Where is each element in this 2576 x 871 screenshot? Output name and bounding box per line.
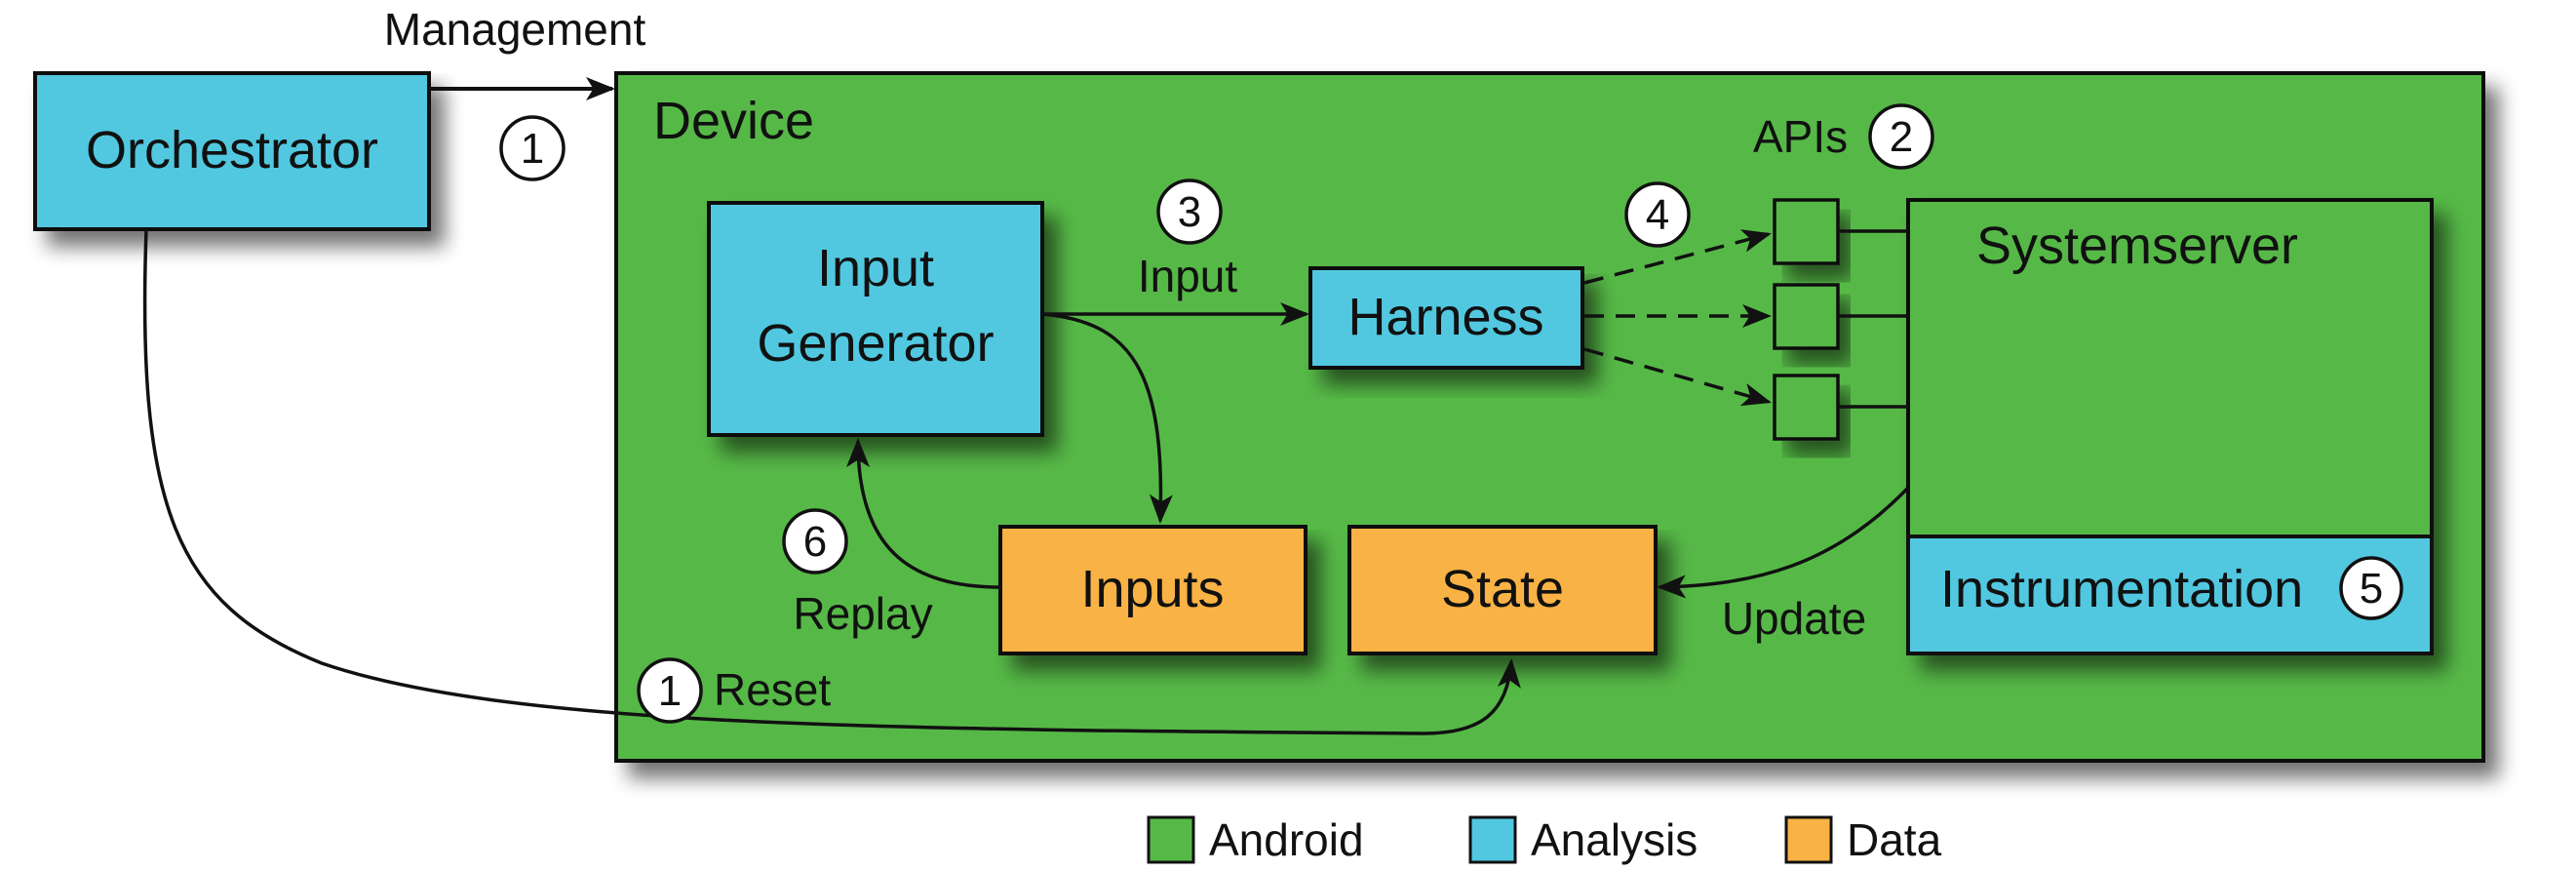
- step-5-instrumentation-number: 5: [2360, 565, 2383, 613]
- orchestrator-label: Orchestrator: [86, 121, 378, 179]
- step-4-calls-number: 4: [1646, 191, 1669, 239]
- legend-label-data: Data: [1847, 814, 1942, 865]
- input-generator-label-line1: Input: [817, 239, 934, 297]
- legend: Android Analysis Data: [1147, 814, 1942, 865]
- api-endpoints: [1773, 198, 1908, 441]
- input-label: Input: [1138, 251, 1238, 301]
- replay-arrow: [846, 438, 1001, 589]
- inputs-label: Inputs: [1080, 560, 1224, 618]
- api-square-1: [1773, 198, 1840, 265]
- step-3-input-circle: [1156, 178, 1223, 245]
- step-5-instrumentation-circle: [2339, 556, 2403, 620]
- step-3-input-number: 3: [1178, 188, 1201, 236]
- generator-to-inputs-arrow: [1041, 312, 1173, 524]
- api-square-3: [1773, 374, 1840, 441]
- step-1-reset-number: 1: [658, 667, 682, 715]
- harness-box: [1308, 266, 1584, 370]
- device-label: Device: [653, 92, 814, 150]
- state-label: State: [1441, 560, 1564, 618]
- reset-label: Reset: [714, 664, 831, 715]
- step-2-apis-number: 2: [1890, 113, 1913, 161]
- state-box: [1347, 525, 1658, 655]
- api-square-2: [1773, 283, 1840, 350]
- input-generator-label-line2: Generator: [757, 314, 994, 373]
- legend-swatch-android: [1147, 815, 1195, 864]
- step-2-apis-circle: [1868, 103, 1934, 170]
- apis-label: APIs: [1753, 111, 1848, 162]
- legend-swatch-data: [1784, 815, 1833, 864]
- replay-label: Replay: [793, 588, 932, 639]
- reset-arrow: [142, 228, 1521, 735]
- update-label: Update: [1722, 593, 1866, 644]
- step-1-management-number: 1: [521, 125, 544, 173]
- input-generator-box: [707, 201, 1044, 437]
- inputs-box: [998, 525, 1308, 655]
- step-6-replay-circle: [782, 508, 848, 574]
- systemserver-label: Systemserver: [1976, 217, 2298, 275]
- step-1-management-circle: [499, 115, 566, 181]
- harness-api-calls: [1583, 229, 1772, 407]
- update-arrow: [1657, 486, 1910, 599]
- step-6-replay-number: 6: [803, 518, 827, 566]
- instrumentation-label: Instrumentation: [1940, 560, 2303, 618]
- legend-label-android: Android: [1209, 814, 1364, 865]
- orchestrator-box: [33, 71, 431, 231]
- step-1-reset-circle: [637, 657, 703, 724]
- legend-swatch-analysis: [1468, 815, 1517, 864]
- management-label: Management: [384, 4, 646, 55]
- legend-label-analysis: Analysis: [1531, 814, 1698, 865]
- harness-label: Harness: [1347, 288, 1543, 346]
- harness-call-3: [1583, 347, 1772, 407]
- harness-call-1: [1583, 229, 1772, 285]
- step-4-calls-circle: [1624, 181, 1691, 248]
